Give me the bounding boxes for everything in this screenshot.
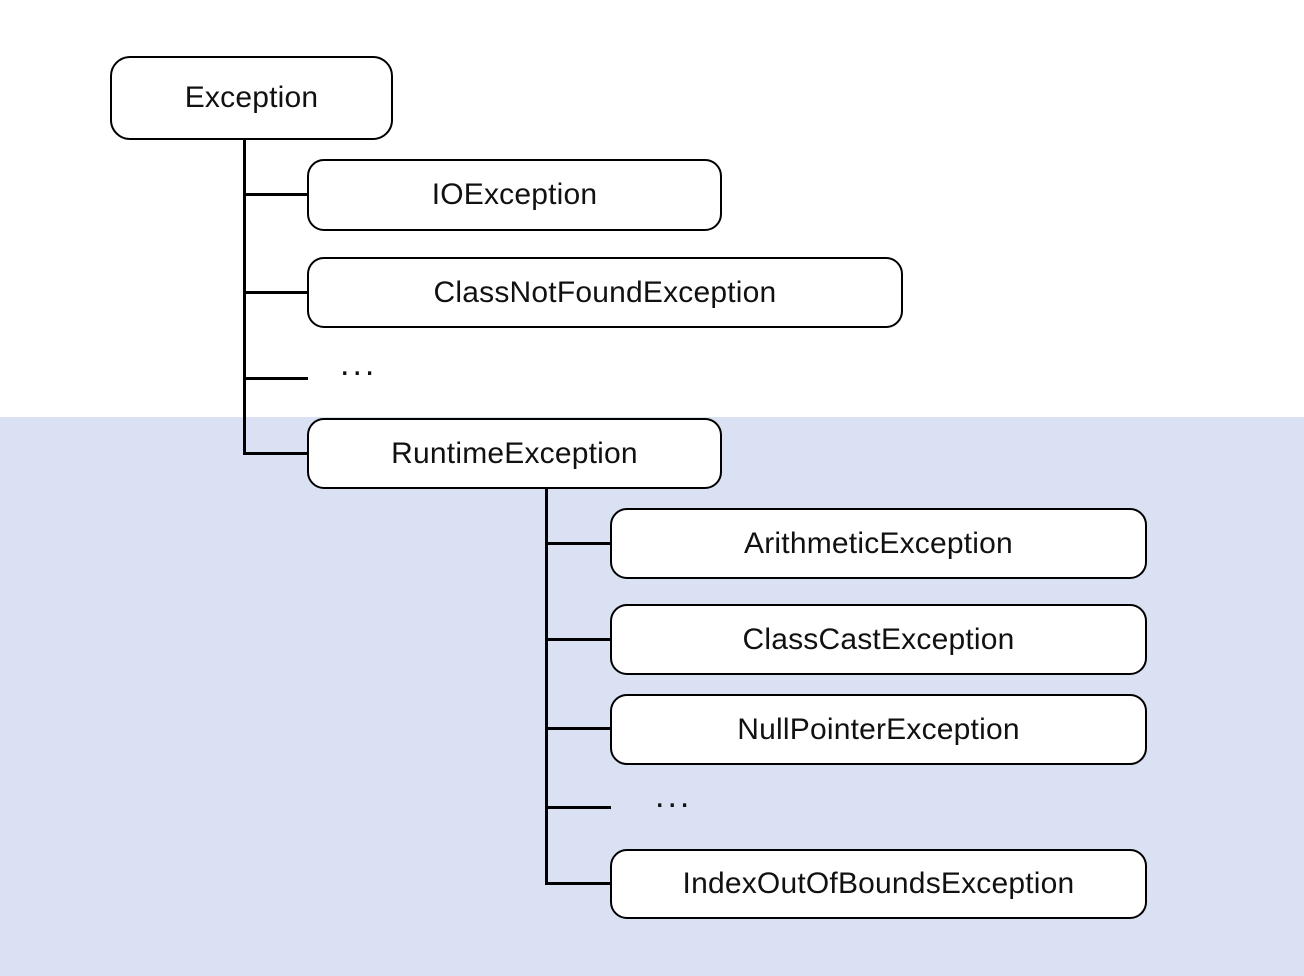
connector-branch-runtime — [244, 452, 308, 455]
node-ioexception: IOException — [307, 159, 722, 231]
connector-trunk-runtime — [545, 489, 548, 885]
node-classnotfoundexception: ClassNotFoundException — [307, 257, 903, 328]
connector-branch-indexoutofbounds — [546, 882, 611, 885]
node-runtimeexception: RuntimeException — [307, 418, 722, 489]
connector-branch-classnotfound — [244, 291, 308, 294]
connector-trunk-exception — [243, 140, 246, 455]
ellipsis-level2: ... — [655, 777, 693, 815]
connector-branch-nullpointer — [546, 727, 611, 730]
connector-branch-ellipsis-level1 — [244, 377, 308, 380]
connector-branch-classcast — [546, 638, 611, 641]
node-classcastexception: ClassCastException — [610, 604, 1147, 675]
node-arithmeticexception: ArithmeticException — [610, 508, 1147, 579]
connector-branch-arithmetic — [546, 542, 611, 545]
node-exception: Exception — [110, 56, 393, 140]
connector-branch-ioexception — [244, 193, 308, 196]
connector-branch-ellipsis-level2 — [546, 806, 611, 809]
ellipsis-level1: ... — [340, 345, 378, 383]
node-indexoutofboundsexception: IndexOutOfBoundsException — [610, 849, 1147, 919]
node-nullpointerexception: NullPointerException — [610, 694, 1147, 765]
